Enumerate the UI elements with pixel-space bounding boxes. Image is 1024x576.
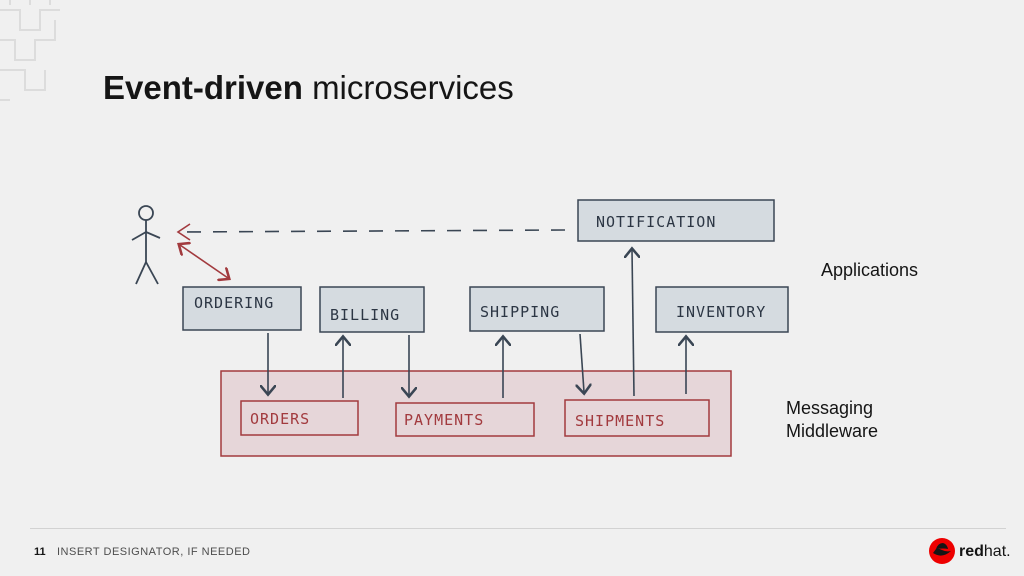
messaging-middleware-label-line1: Messaging [786, 398, 874, 418]
service-box-billing [319, 286, 425, 333]
service-label-inventory: INVENTORY [676, 303, 766, 321]
title-light: microservices [312, 69, 514, 106]
user-stick-figure-icon [131, 205, 161, 285]
footer-divider [30, 528, 1006, 529]
logo-text-bold: red [959, 543, 984, 560]
redhat-logo: redhat. [928, 536, 1018, 566]
messaging-middleware-label-line2: Middleware [786, 421, 879, 441]
notification-dashed-line [179, 229, 566, 233]
topic-box-orders [240, 400, 359, 436]
topic-label-payments: PAYMENTS [404, 411, 484, 429]
topic-box-shipments [564, 399, 710, 437]
topic-label-orders: ORDERS [250, 410, 310, 428]
service-box-shipping [469, 286, 605, 332]
notification-arrowhead [176, 223, 191, 241]
redhat-shadowman-icon [929, 538, 955, 564]
corner-maze-pattern [0, 0, 60, 101]
arrow-shipments-to-notification [632, 250, 634, 397]
service-box-ordering [182, 286, 302, 331]
title-bold: Event-driven [103, 69, 303, 106]
applications-label: Applications [821, 260, 919, 280]
service-label-ordering: ORDERING [194, 294, 274, 312]
notification-label: NOTIFICATION [596, 213, 716, 231]
footer-designator: INSERT DESIGNATOR, IF NEEDED [57, 546, 251, 558]
logo-text-light: hat. [983, 543, 1011, 560]
topic-label-shipments: SHIPMENTS [575, 412, 665, 430]
redhat-wordmark: redhat. [959, 543, 1011, 561]
service-box-inventory [655, 286, 789, 333]
notification-box [577, 199, 775, 242]
slide-title: Event-driven microservices [103, 66, 514, 110]
page-number: 11 [34, 546, 46, 558]
user-ordering-arrow [180, 245, 228, 278]
topic-box-payments [395, 402, 535, 437]
service-label-shipping: SHIPPING [480, 303, 560, 321]
service-label-billing: BILLING [330, 306, 400, 324]
arrow-shipping-to-shipments [580, 333, 584, 392]
